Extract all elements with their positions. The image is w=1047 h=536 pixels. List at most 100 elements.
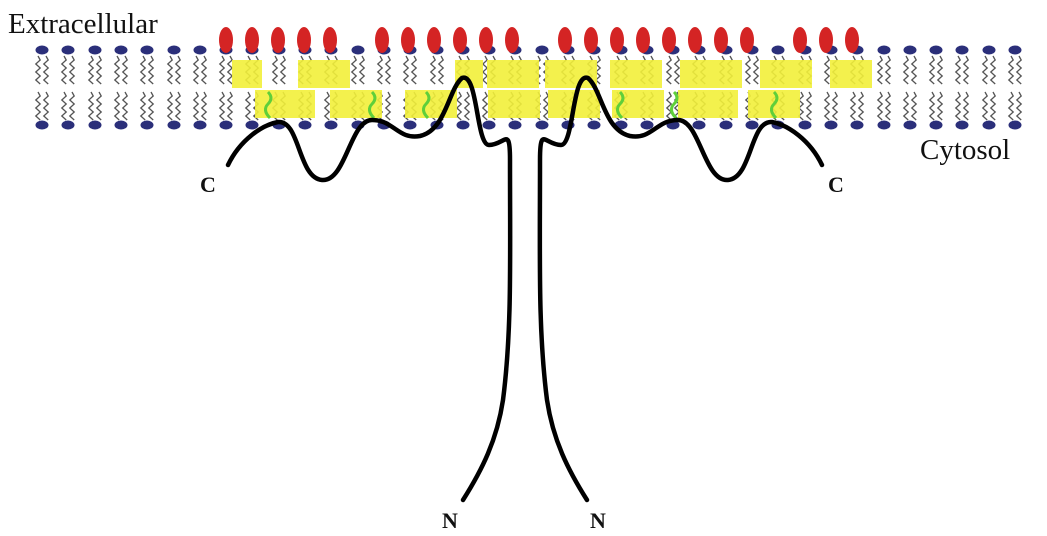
lipid-head-inner	[62, 121, 75, 130]
hydrophobic-segment	[298, 60, 350, 88]
chain-left	[228, 78, 510, 500]
lipid-head-outer	[115, 46, 128, 55]
lipid-tail	[246, 92, 250, 120]
glycan	[271, 27, 285, 53]
lipid-tail	[825, 92, 829, 120]
hydrophobic-segment	[830, 60, 872, 88]
lipid-head-inner	[483, 121, 496, 130]
hydrophobic-segment	[488, 90, 540, 118]
lipid-head-inner	[930, 121, 943, 130]
lipid-tail	[97, 56, 101, 84]
glycan	[427, 27, 441, 53]
lipid-head-inner	[851, 121, 864, 130]
lipid-tail	[938, 92, 942, 120]
lipid-head-outer	[89, 46, 102, 55]
lipid-tail	[904, 92, 908, 120]
lipid-head-inner	[36, 121, 49, 130]
lipid-tail	[325, 92, 329, 120]
lipid-head-inner	[904, 121, 917, 130]
lipid-tail	[938, 56, 942, 84]
lipid-tail	[886, 92, 890, 120]
glycan	[793, 27, 807, 53]
lipid-head-outer	[141, 46, 154, 55]
lipid-head-inner	[404, 121, 417, 130]
lipid-tail	[930, 92, 934, 120]
lipid-tail	[833, 92, 837, 120]
lipid-tail	[36, 92, 40, 120]
glycan	[505, 27, 519, 53]
lipid-tail	[89, 56, 93, 84]
lipid-head-inner	[325, 121, 338, 130]
hydrophobic-segment	[680, 60, 742, 88]
lipid-tail	[412, 56, 416, 84]
c-terminus-left-label: C	[200, 172, 216, 198]
lipid-tail	[123, 92, 127, 120]
lipid-head-outer	[904, 46, 917, 55]
lipid-head-outer	[930, 46, 943, 55]
glycan	[245, 27, 259, 53]
lipid-tail	[991, 56, 995, 84]
lipid-tail	[746, 56, 750, 84]
hydrophobic-bands	[232, 60, 872, 118]
lipid-tail	[404, 56, 408, 84]
lipid-tail	[168, 56, 172, 84]
lipid-tail	[983, 92, 987, 120]
lipid-head-outer	[194, 46, 207, 55]
glycan	[297, 27, 311, 53]
lipid-tail	[141, 56, 145, 84]
glycan	[401, 27, 415, 53]
lipid-tail	[115, 92, 119, 120]
glycan	[453, 27, 467, 53]
lipid-tail	[44, 92, 48, 120]
lipid-tail	[851, 92, 855, 120]
lipid-tail	[859, 92, 863, 120]
c-terminus-right-label: C	[828, 172, 844, 198]
lipid-tail	[123, 56, 127, 84]
hydrophobic-segment	[255, 90, 315, 118]
lipid-head-inner	[825, 121, 838, 130]
lipid-tail	[904, 56, 908, 84]
lipid-tail	[97, 92, 101, 120]
hydrophobic-segment	[610, 60, 662, 88]
lipid-tail	[886, 56, 890, 84]
glycan	[740, 27, 754, 53]
lipid-tail	[483, 92, 487, 120]
lipid-tail	[36, 56, 40, 84]
lipid-tail	[667, 92, 671, 120]
lipid-tail	[1017, 92, 1021, 120]
lipid-tail	[1009, 56, 1013, 84]
glycan	[636, 27, 650, 53]
lipid-head-inner	[246, 121, 259, 130]
lipid-tail	[878, 92, 882, 120]
lipid-head-inner	[194, 121, 207, 130]
lipid-tail	[431, 56, 435, 84]
lipid-tail	[878, 56, 882, 84]
cytosol-label: Cytosol	[920, 134, 1010, 167]
lipid-tail	[228, 92, 232, 120]
glycan	[610, 27, 624, 53]
lipid-tail	[273, 56, 277, 84]
lipid-tail	[465, 92, 469, 120]
lipid-head-inner	[509, 121, 522, 130]
lipid-tail	[281, 56, 285, 84]
lipid-tail	[70, 56, 74, 84]
lipid-tail	[220, 92, 224, 120]
lipid-tail	[807, 92, 811, 120]
lipid-head-inner	[641, 121, 654, 130]
glycan	[375, 27, 389, 53]
lipid-tail	[964, 92, 968, 120]
lipid-tail	[44, 56, 48, 84]
extracellular-label: Extracellular	[8, 8, 158, 41]
lipid-tail	[930, 56, 934, 84]
lipid-tail	[202, 92, 206, 120]
glycan	[219, 27, 233, 53]
lipid-head-inner	[956, 121, 969, 130]
hydrophobic-segment	[487, 60, 539, 88]
glycan	[323, 27, 337, 53]
lipid-head-inner	[457, 121, 470, 130]
lipid-tail	[115, 56, 119, 84]
lipid-tail	[956, 92, 960, 120]
lipid-tail	[352, 56, 356, 84]
lipid-tail	[149, 92, 153, 120]
hydrophobic-segment	[678, 90, 738, 118]
